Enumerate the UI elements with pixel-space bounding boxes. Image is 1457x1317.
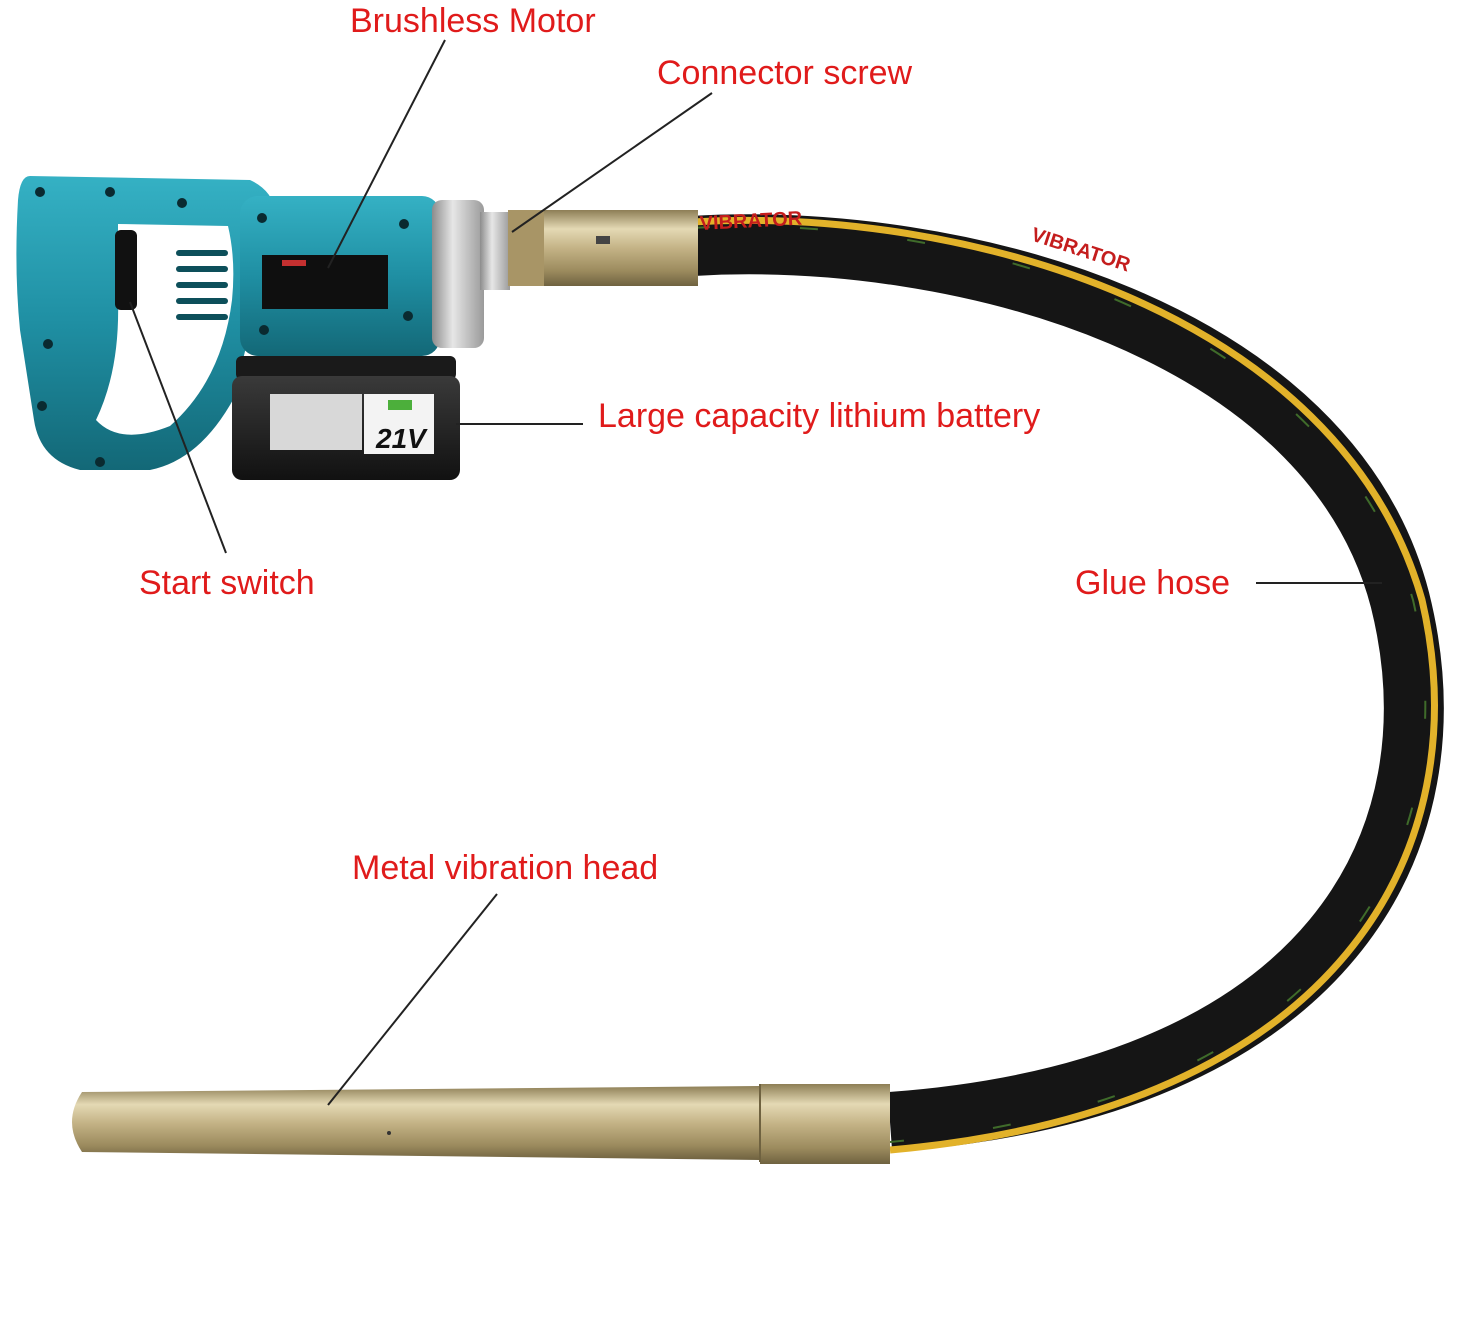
leader-head (327, 893, 498, 1106)
battery-voltage: 21V (375, 423, 428, 454)
metal-vibration-head (72, 1084, 890, 1164)
leader-screw (511, 92, 713, 233)
hose-print-top: VIBRATOR (699, 208, 803, 235)
label-connector-screw: Connector screw (657, 54, 913, 92)
lithium-battery: 21V (232, 356, 460, 480)
glue-hose: VIBRATOR VIBRATOR (690, 208, 1444, 1154)
leader-motor (327, 39, 446, 269)
label-start-switch: Start switch (139, 564, 315, 602)
label-lithium-battery: Large capacity lithium battery (598, 397, 1041, 435)
label-glue-hose: Glue hose (1075, 564, 1230, 602)
leader-lines (129, 39, 1382, 1106)
label-brushless-motor: Brushless Motor (350, 2, 596, 40)
connector-screw (508, 210, 698, 286)
leader-switch (129, 301, 227, 554)
label-metal-vibration-head: Metal vibration head (352, 849, 659, 887)
tool-body (16, 176, 510, 470)
